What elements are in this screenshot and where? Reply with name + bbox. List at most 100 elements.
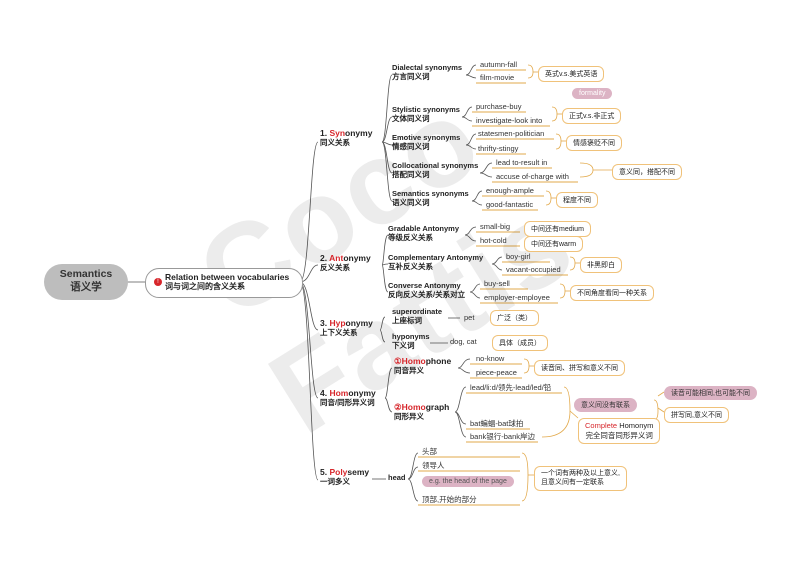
ant-num: 2. bbox=[320, 253, 330, 263]
hyp-highlight: Hyp bbox=[329, 318, 346, 328]
stylistic-en: Stylistic synonyms bbox=[392, 105, 460, 114]
homophone-rest: phone bbox=[425, 356, 452, 366]
homophone-num: ① bbox=[394, 356, 402, 366]
leaf-investigate-look-into: investigate-look into bbox=[476, 116, 543, 125]
comment-gradable-2: 中间还有warm bbox=[524, 236, 584, 252]
leaf-leader: 领导人 bbox=[422, 461, 445, 470]
leaf-no-know: no-know bbox=[476, 354, 505, 363]
hyponyms-en: hyponyms bbox=[392, 332, 430, 341]
leaf-film-movie: film-movie bbox=[480, 73, 515, 82]
complete-homonym-box[interactable]: Complete Homonym 完全同音同形异义词 bbox=[578, 418, 661, 444]
syn-rest: onymy bbox=[345, 128, 373, 138]
root-title-zh: 语义学 bbox=[70, 280, 102, 293]
leaf-lead-lead: lead/li:d/领先-lead/led/铅 bbox=[470, 383, 552, 392]
comment-hyponyms: 具体（成员） bbox=[492, 335, 548, 351]
root-title-en: Semantics bbox=[59, 268, 113, 280]
leaf-accuse-of-charge-with: accuse of-charge with bbox=[496, 172, 569, 181]
hom-num: 4. bbox=[320, 388, 330, 398]
leaf-bat-bat: bat蝙蝠-bat球拍 bbox=[470, 419, 524, 428]
complete-rest: Homonym bbox=[617, 421, 654, 430]
semantics-syn-en: Semantics synonyms bbox=[392, 189, 469, 198]
leaf-bank-bank: bank银行-bank岸边 bbox=[470, 432, 536, 441]
complete-highlight: Complete bbox=[585, 421, 618, 430]
branch-antonymy[interactable]: 2. Antonymy 反义关系 bbox=[320, 253, 371, 272]
branch-synonymy[interactable]: 1. Synonymy 同义关系 bbox=[320, 128, 372, 147]
leaf-hot-cold: hot-cold bbox=[480, 236, 507, 245]
superordinate-zh: 上座标词 bbox=[392, 316, 422, 325]
hyp-rest: onymy bbox=[345, 318, 373, 328]
main-topic-en: Relation between vocabularies bbox=[165, 272, 290, 282]
collocational-zh: 搭配同义词 bbox=[392, 170, 430, 179]
leaf-statesmen-politician: statesmen-politician bbox=[478, 129, 545, 138]
converse-zh: 反向反义关系/关系对立 bbox=[388, 290, 466, 299]
root-node[interactable]: Semantics 语义学 bbox=[44, 264, 128, 300]
branch-polysemy[interactable]: 5. Polysemy 一词多义 bbox=[320, 467, 369, 486]
comment-homograph: 拼写同,意义不同 bbox=[664, 407, 729, 423]
branch-hyponymy[interactable]: 3. Hyponymy 上下义关系 bbox=[320, 318, 373, 337]
ant-rest: onymy bbox=[343, 253, 371, 263]
hyp-zh: 上下义关系 bbox=[320, 328, 358, 338]
superordinate-en: superordinate bbox=[392, 307, 443, 316]
converse-en: Converse Antonymy bbox=[388, 281, 461, 290]
homophone[interactable]: ①Homophone 同音异义 bbox=[394, 356, 451, 375]
syn-zh: 同义关系 bbox=[320, 138, 350, 148]
leaf-buy-sell: buy-sell bbox=[484, 279, 510, 288]
dialectal-en: Dialectal synonyms bbox=[392, 63, 463, 72]
leaf-head-body: 头部 bbox=[422, 447, 437, 456]
comment-stylistic: 正式v.s.非正式 bbox=[562, 108, 622, 124]
homograph-rest: graph bbox=[425, 402, 450, 412]
leaf-dog-cat: dog, cat bbox=[450, 337, 477, 346]
leaf-autumn-fall: autumn-fall bbox=[480, 60, 518, 69]
tag-no-meaning-link: 意义间没有联系 bbox=[574, 398, 637, 412]
leaf-piece-peace: piece-peace bbox=[476, 368, 517, 377]
homograph-num: ② bbox=[394, 402, 402, 412]
ant-zh: 反义关系 bbox=[320, 263, 350, 273]
poly-rest: semy bbox=[347, 467, 370, 477]
emotive-zh: 情感同义词 bbox=[392, 142, 430, 151]
complementary-zh: 互补反义关系 bbox=[388, 262, 433, 271]
gradable-zh: 等级反义关系 bbox=[388, 233, 433, 242]
comment-homophone: 读音同、拼写和意义不同 bbox=[534, 360, 625, 376]
leaf-boy-girl: boy-girl bbox=[506, 252, 531, 261]
homograph[interactable]: ②Homograph 同形异义 bbox=[394, 402, 449, 421]
hom-rest: onymy bbox=[348, 388, 376, 398]
leaf-good-fantastic: good-fantastic bbox=[486, 200, 534, 209]
main-topic-zh: 词与词之间的含义关系 bbox=[165, 282, 245, 292]
comment-dialectal: 英式v.s.美式英语 bbox=[538, 66, 605, 82]
poly-highlight: Poly bbox=[329, 467, 348, 477]
homophone-zh: 同音异义 bbox=[394, 366, 424, 376]
hyp-num: 3. bbox=[320, 318, 330, 328]
leaf-top-beginning: 顶部,开始的部分 bbox=[422, 495, 477, 504]
hom-highlight: Hom bbox=[329, 388, 349, 398]
hom-zh: 同音/同形异义词 bbox=[320, 398, 375, 408]
leaf-purchase-buy: purchase-buy bbox=[476, 102, 522, 111]
poly-num: 5. bbox=[320, 467, 330, 477]
gradable-en: Gradable Antonymy bbox=[388, 224, 459, 233]
semantics-syn-zh: 语义同义词 bbox=[392, 198, 430, 207]
complete-zh: 完全同音同形异义词 bbox=[585, 431, 653, 440]
collocational-en: Collocational synonyms bbox=[392, 161, 479, 170]
comment-converse: 不同角度看同一种关系 bbox=[570, 285, 654, 301]
comment-gradable-1: 中间还有medium bbox=[524, 221, 591, 237]
branch-homonymy[interactable]: 4. Homonymy 同音/同形异义词 bbox=[320, 388, 376, 407]
tag-formality: formality bbox=[572, 88, 613, 99]
syn-num: 1. bbox=[320, 128, 330, 138]
homophone-highlight: Homo bbox=[401, 356, 426, 366]
main-topic-node[interactable]: ! Relation between vocabularies 词与词之间的含义… bbox=[145, 268, 303, 298]
poly-zh: 一词多义 bbox=[320, 477, 350, 487]
comment-complementary: 非黑即白 bbox=[580, 257, 622, 273]
emotive-en: Emotive synonyms bbox=[392, 133, 461, 142]
poly-head[interactable]: head bbox=[388, 473, 406, 482]
leaf-thrifty-stingy: thrifty-stingy bbox=[478, 144, 519, 153]
